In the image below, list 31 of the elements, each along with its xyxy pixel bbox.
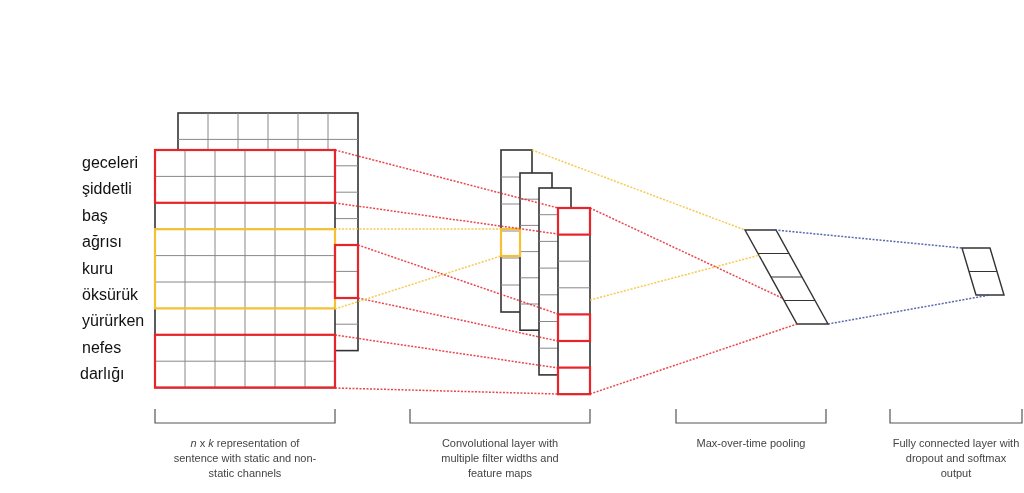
feature-maps-drawing [499,149,592,396]
connector-line [334,334,559,369]
connector-line [334,202,559,235]
connector-line [334,387,559,395]
output-layer-drawing [961,247,1005,296]
connector-line [357,297,559,342]
connector-line [589,207,783,299]
word-label: şiddetli [82,179,132,200]
word-label: öksürük [82,285,139,305]
pooling-layer-drawing [743,229,830,325]
connector-line [774,229,963,249]
word-label: geceleri [82,153,139,173]
connector-line [334,228,502,230]
connector-line [589,323,798,395]
connector-line [334,149,559,209]
layer-caption: n x k representation of sentence with static and non-static channels [172,436,318,481]
word-label: ağrısı [82,232,122,253]
word-label: nefes [82,337,122,358]
connector-line [589,254,761,301]
layer-caption: Convolutional layer with multiple filter widths and feature maps [440,436,560,481]
word-label: baş [82,205,108,226]
word-label: darlığı [80,364,125,385]
word-label: yürürken [82,311,145,332]
connector-line [334,255,502,310]
connector-line [531,149,746,231]
layer-caption: Fully connected layer with dropout and softmax output [891,436,1021,481]
word-label: kuru [82,258,114,279]
layer-caption: Max-over-time pooling [696,436,806,451]
connector-line [357,244,559,315]
sentence-matrix-drawing [153,112,360,389]
connector-line [827,294,991,325]
